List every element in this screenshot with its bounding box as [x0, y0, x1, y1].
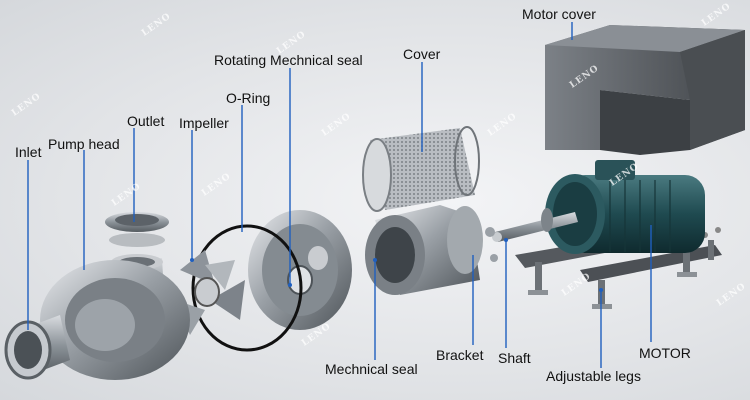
motor-cover-part: [545, 25, 745, 155]
pump-head-part: [40, 254, 190, 380]
label-mechanical-seal: Mechnical seal: [325, 361, 418, 377]
leader-endpoints: [190, 238, 603, 292]
label-shaft: Shaft: [498, 350, 531, 366]
leader-lines: [27, 22, 652, 368]
label-impeller: Impeller: [179, 115, 229, 131]
shaft-part: [492, 208, 578, 242]
outlet-flange-part: [105, 212, 169, 247]
inlet-part: [4, 315, 70, 380]
label-outlet: Outlet: [127, 113, 165, 129]
o-ring-part: [191, 224, 303, 352]
label-rotating-mechanical-seal: Rotating Mechnical seal: [214, 52, 363, 68]
impeller-part: [175, 250, 245, 335]
label-bracket: Bracket: [436, 347, 484, 363]
bracket-part: [365, 205, 498, 295]
cover-part: [362, 126, 480, 212]
label-adjustable-legs: Adjustable legs: [546, 368, 641, 384]
label-cover: Cover: [403, 46, 441, 62]
label-motor: MOTOR: [639, 345, 691, 361]
label-o-ring: O-Ring: [226, 90, 271, 106]
label-pump-head: Pump head: [48, 136, 120, 152]
label-inlet: Inlet: [15, 144, 42, 160]
label-motor-cover: Motor cover: [522, 6, 596, 22]
